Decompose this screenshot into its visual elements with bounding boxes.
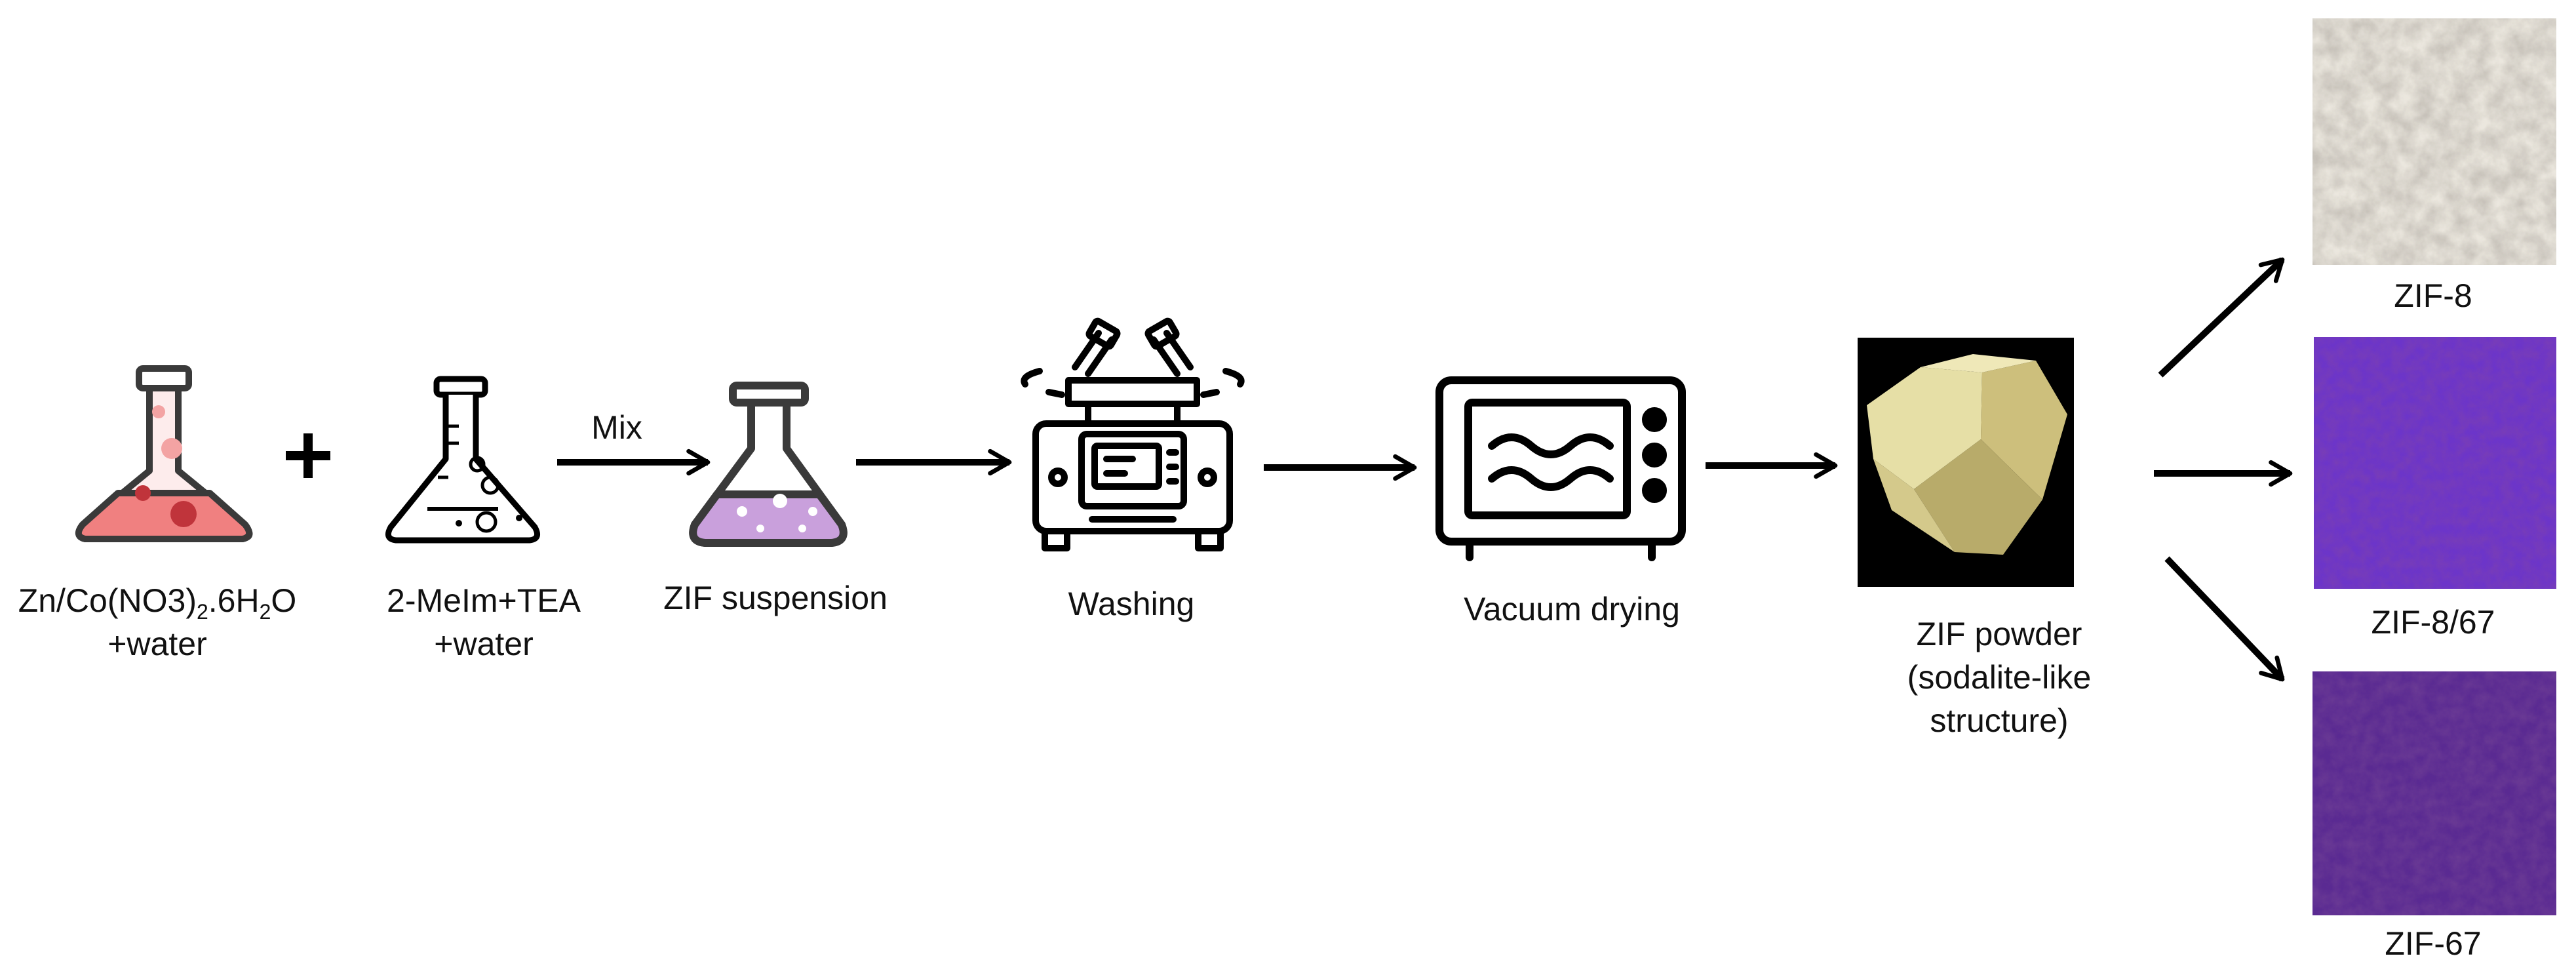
- product-label-zif8-67: ZIF-8/67: [2371, 604, 2495, 641]
- washing-label: Washing: [1068, 586, 1195, 622]
- drying-label: Vacuum drying: [1464, 591, 1680, 627]
- product-photo-zif8: [2313, 18, 2556, 265]
- crystal-icon: [1858, 338, 2074, 587]
- flask-red-icon: [75, 365, 253, 542]
- flask-red-liquid: [75, 490, 252, 542]
- product-label-zif8: ZIF-8: [2394, 277, 2472, 314]
- plus-icon: [286, 433, 330, 478]
- flask-empty-icon: [385, 376, 541, 544]
- product-photo-zif67: [2313, 671, 2556, 915]
- vacuum-oven-icon: [1435, 376, 1686, 561]
- reagent1-label: Zn/Co(NO3)2.6H2O +water: [18, 582, 297, 662]
- mix-label: Mix: [591, 409, 642, 446]
- suspension-label: ZIF suspension: [663, 580, 888, 616]
- reagent2-label: 2-MeIm+TEA +water: [387, 582, 581, 662]
- arrow-to-zif67: [2164, 556, 2285, 682]
- flask-purple-icon: [689, 382, 848, 547]
- powder-label: ZIF powder (sodalite-like structure): [1907, 616, 2092, 739]
- arrow-to-zif8: [2158, 257, 2285, 378]
- centrifuge-icon: [1021, 317, 1245, 551]
- product-label-zif67: ZIF-67: [2385, 925, 2482, 962]
- flask-purple-liquid: [689, 490, 848, 547]
- product-photo-zif8-67: [2314, 337, 2556, 589]
